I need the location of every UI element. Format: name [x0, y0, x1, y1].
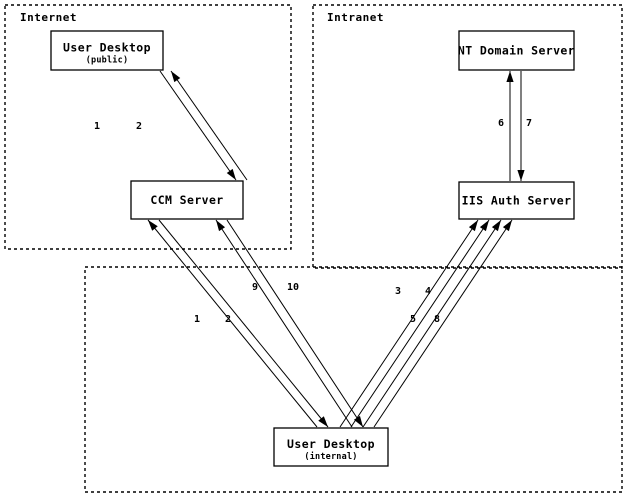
edge-label-e7: 7 — [526, 118, 532, 129]
edge-line-e2-public — [170, 70, 248, 181]
arrowhead-e2-public — [171, 71, 181, 83]
node-title-iis-auth-server: IIS Auth Server — [462, 194, 572, 208]
arrowhead-e6 — [506, 71, 514, 82]
arrowhead-e3 — [468, 220, 478, 232]
node-user-desktop-internal: User Desktop(internal) — [273, 427, 389, 467]
node-subtitle-user-desktop-public: (public) — [86, 55, 129, 66]
edge-label-e2-internal: 2 — [225, 314, 231, 325]
arrowhead-e1-public — [226, 168, 236, 180]
edge-e1-public — [159, 70, 237, 181]
zone-label-internet: Internet — [20, 11, 77, 24]
edges-layer — [147, 70, 525, 428]
edge-line-e10 — [226, 219, 364, 428]
edge-line-e4 — [350, 219, 490, 428]
node-box-iis-auth-server — [458, 181, 575, 220]
edge-e3 — [339, 219, 479, 428]
edge-e2-internal — [158, 219, 329, 428]
zone-internet — [4, 4, 292, 250]
arrowhead-e8 — [502, 220, 512, 232]
edge-label-e9: 9 — [252, 282, 258, 293]
edge-line-e5 — [362, 219, 502, 428]
node-box-ccm-server — [130, 180, 244, 220]
edge-label-e6: 6 — [498, 118, 504, 129]
arrowhead-e1-internal — [148, 220, 158, 231]
node-nt-domain-server: NT Domain Server — [458, 30, 575, 71]
edge-label-e10: 10 — [287, 282, 299, 293]
edge-line-e8 — [373, 219, 513, 428]
edge-line-e1-internal — [147, 219, 318, 428]
arrowhead-e4 — [479, 220, 489, 232]
node-box-nt-domain-server — [458, 30, 575, 71]
edge-e5 — [362, 219, 502, 428]
arrowhead-e9 — [216, 220, 226, 232]
nodes-layer: User Desktop(public)NT Domain ServerCCM … — [50, 30, 575, 467]
edge-label-e2-public: 2 — [136, 121, 142, 132]
edge-label-e8: 8 — [434, 314, 440, 325]
node-title-ccm-server: CCM Server — [150, 193, 223, 207]
node-box-user-desktop-internal — [273, 427, 389, 467]
node-title-user-desktop-internal: User Desktop — [287, 437, 375, 451]
zone-internal-lan — [84, 266, 623, 493]
edge-line-e3 — [339, 219, 479, 428]
arrowhead-e5 — [491, 220, 501, 232]
edge-label-e5: 5 — [410, 314, 416, 325]
edge-line-e1-public — [159, 70, 237, 181]
edge-label-e1-public: 1 — [94, 121, 100, 132]
node-title-user-desktop-public: User Desktop — [63, 41, 151, 55]
node-ccm-server: CCM Server — [130, 180, 244, 220]
node-box-user-desktop-public — [50, 30, 164, 71]
node-subtitle-user-desktop-internal: (internal) — [304, 451, 357, 462]
edge-e7 — [517, 71, 525, 181]
edge-e1-internal — [147, 219, 318, 428]
arrowhead-e7 — [517, 170, 525, 181]
edge-labels-layer: 1 2 1 2 9 10 3 4 5 8 6 7 — [94, 118, 532, 325]
edge-line-e2-internal — [158, 219, 329, 428]
edge-e6 — [506, 71, 514, 181]
zone-label-intranet: Intranet — [327, 11, 384, 24]
edge-label-e1-internal: 1 — [194, 314, 200, 325]
node-title-nt-domain-server: NT Domain Server — [458, 44, 575, 58]
edge-line-e9 — [215, 219, 353, 428]
node-user-desktop-public: User Desktop(public) — [50, 30, 164, 71]
edge-e4 — [350, 219, 490, 428]
zone-intranet — [312, 4, 623, 269]
edge-e2-public — [170, 70, 248, 181]
edge-label-e4: 4 — [425, 286, 431, 297]
zones-layer: Internet Intranet — [4, 4, 623, 493]
node-iis-auth-server: IIS Auth Server — [458, 181, 575, 220]
edge-e10 — [226, 219, 364, 428]
arrowhead-e2-internal — [318, 416, 328, 427]
edge-label-e3: 3 — [395, 286, 401, 297]
edge-e9 — [215, 219, 353, 428]
edge-e8 — [373, 219, 513, 428]
